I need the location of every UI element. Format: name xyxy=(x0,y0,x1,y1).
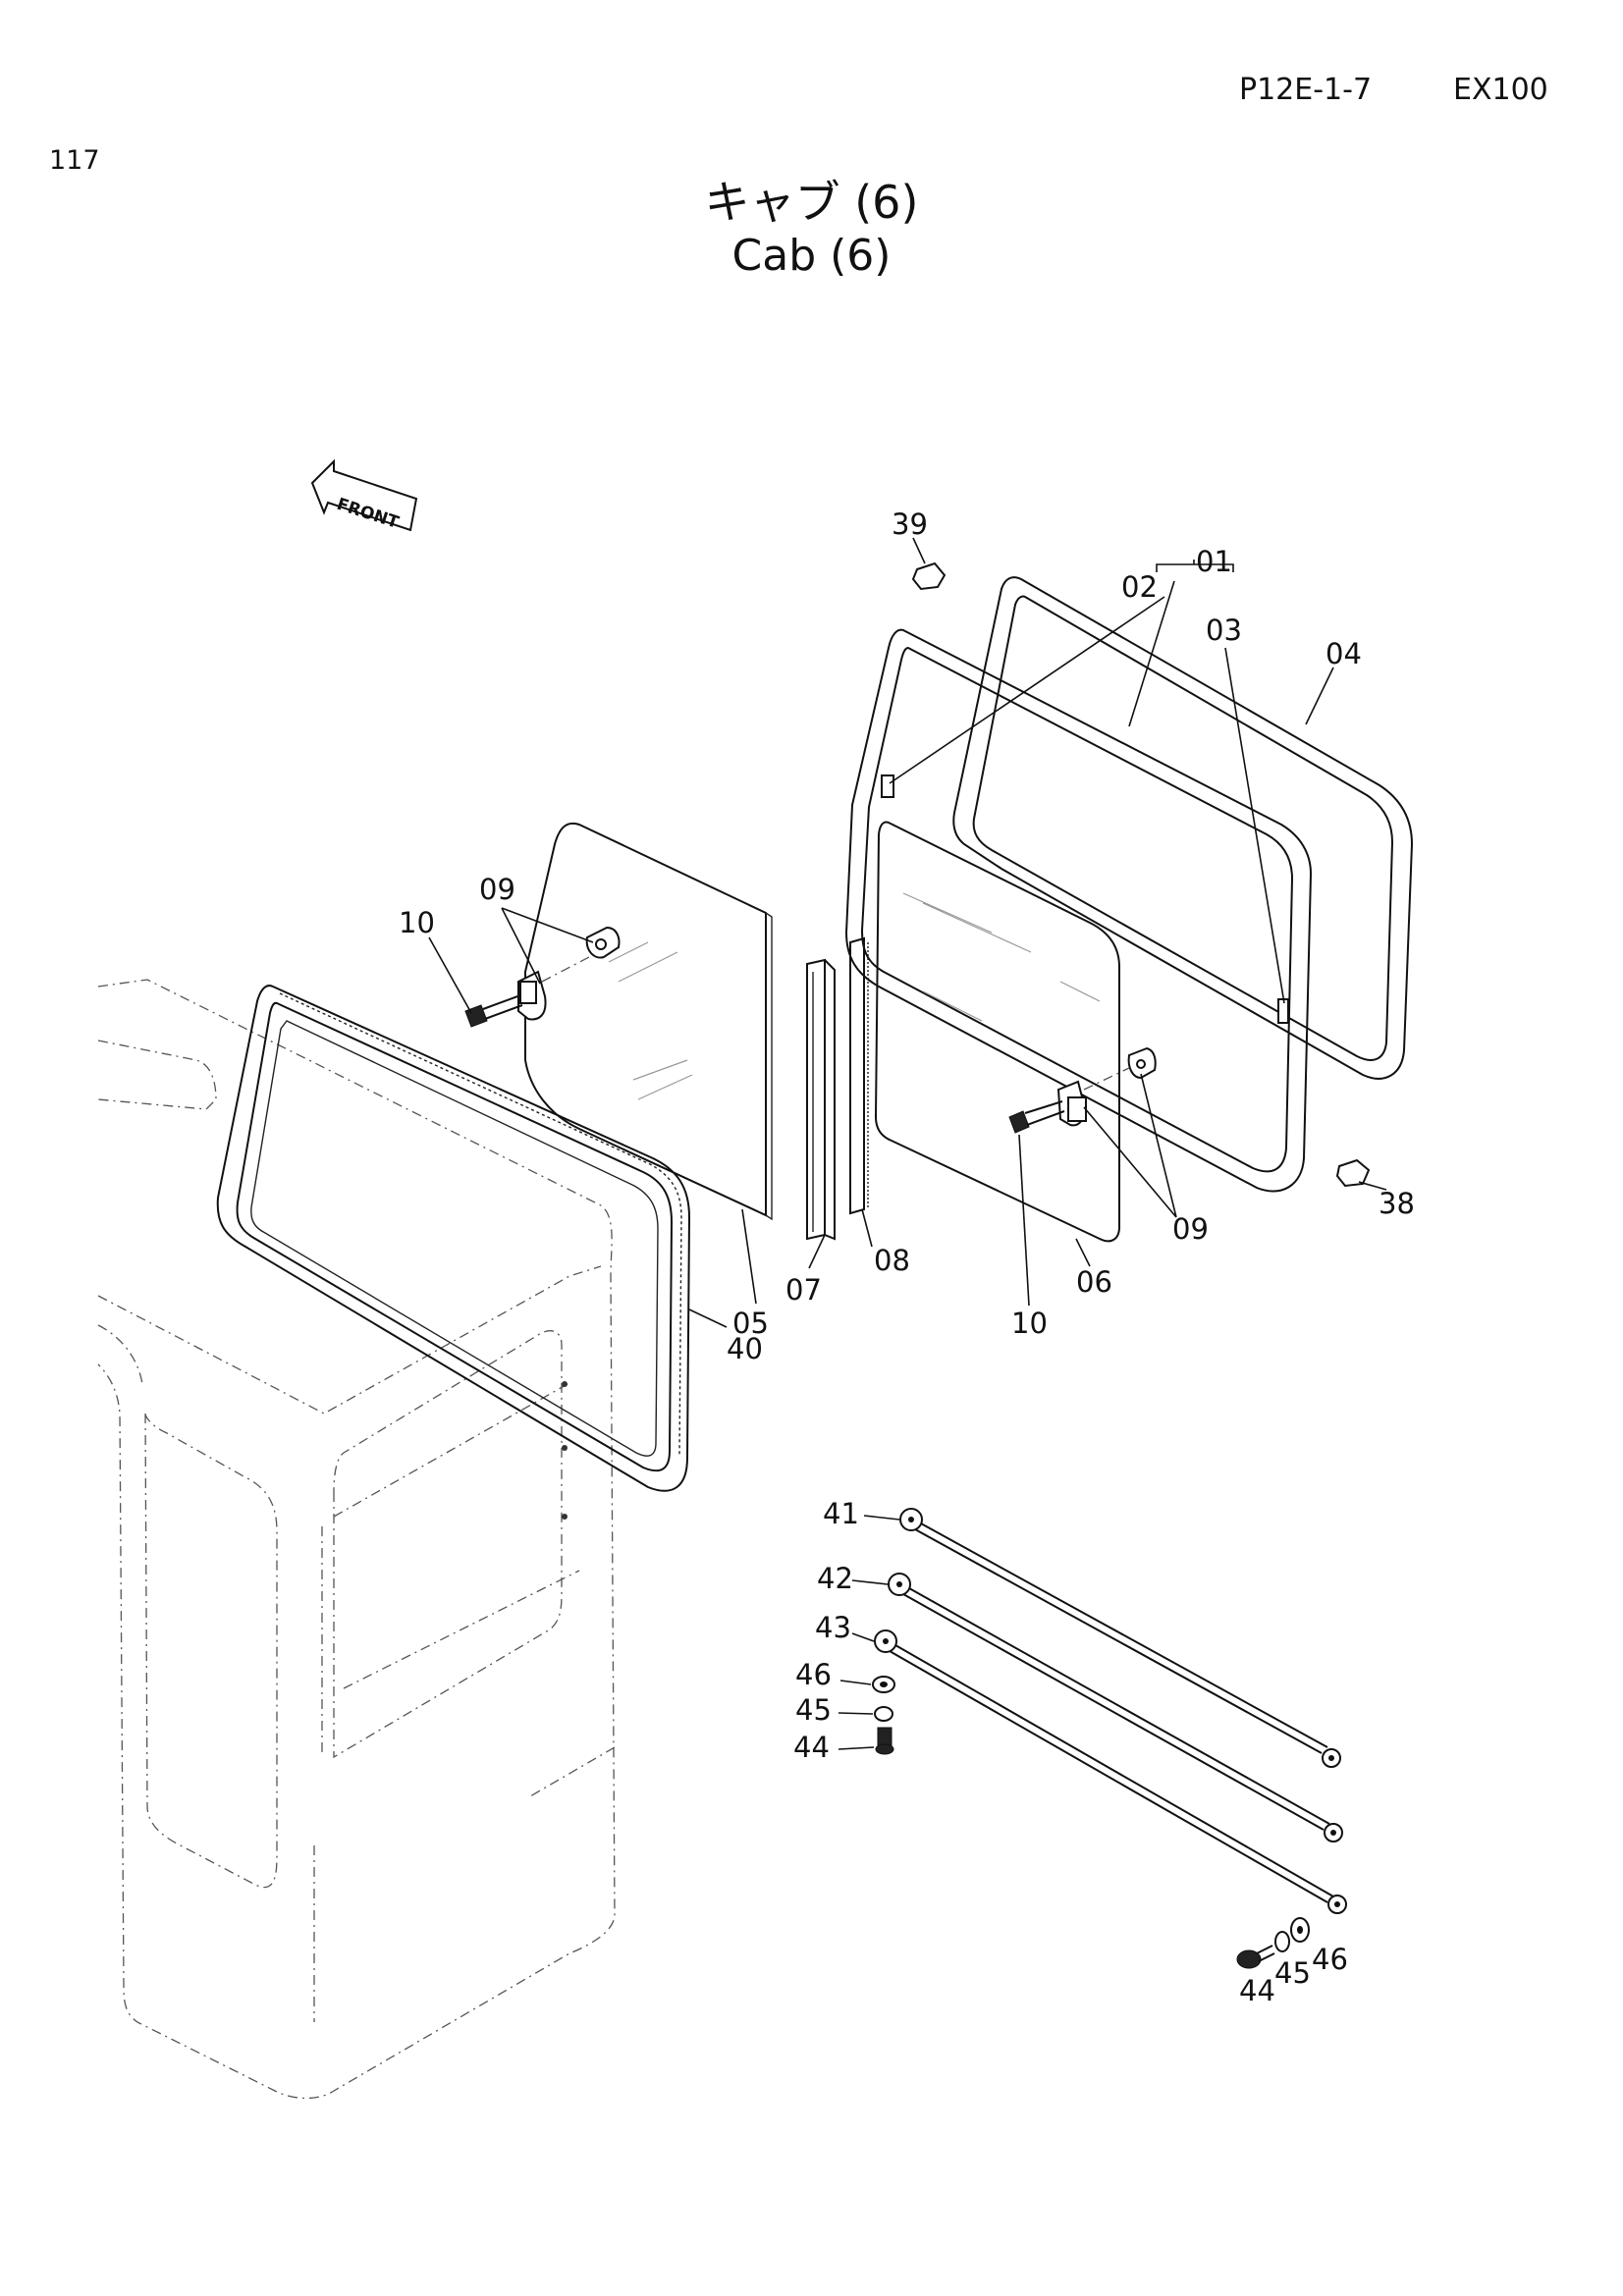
title-english: Cab (6) xyxy=(731,231,892,281)
part-40-window-frame xyxy=(216,985,691,1492)
part-10-screw-lower xyxy=(1008,1100,1065,1134)
callout-09-upper: 09 xyxy=(479,873,515,906)
part-43-stay xyxy=(874,1629,1347,1914)
part-46-washer-left xyxy=(872,1676,895,1693)
part-02-clip xyxy=(881,774,894,798)
part-06-sliding-glass xyxy=(874,821,1120,1243)
callout-46-left: 46 xyxy=(795,1658,832,1691)
callout-09-lower: 09 xyxy=(1172,1212,1209,1246)
callout-45-left: 45 xyxy=(795,1693,832,1727)
part-07-channel xyxy=(806,958,836,1241)
part-09-latch-lower xyxy=(1056,1046,1157,1127)
callout-46-right: 46 xyxy=(1312,1943,1348,1976)
part-10-screw-upper xyxy=(464,994,523,1028)
part-08-run-channel xyxy=(849,936,869,1215)
page-number: 117 xyxy=(49,145,100,176)
cab-body xyxy=(97,979,616,2100)
part-38-cap xyxy=(1335,1158,1371,1188)
callout-07: 07 xyxy=(785,1273,822,1307)
callout-41: 41 xyxy=(823,1497,859,1530)
model-name: EX100 xyxy=(1453,73,1548,107)
part-39-cap xyxy=(911,561,947,591)
part-05-glass xyxy=(524,822,773,1221)
callout-01: 01 xyxy=(1196,545,1232,578)
callout-44-left: 44 xyxy=(793,1731,830,1764)
callout-05: 05 xyxy=(732,1307,769,1340)
callout-38: 38 xyxy=(1379,1187,1415,1220)
callout-39: 39 xyxy=(892,507,928,541)
part-09-latch-upper xyxy=(517,926,621,1021)
callout-labels: 39 01 02 03 04 09 10 40 05 07 08 09 06 1… xyxy=(399,507,1415,2007)
part-41-stay xyxy=(899,1508,1341,1768)
title-japanese: キャブ (6) xyxy=(704,176,919,229)
part-44-bolt-right xyxy=(1236,1945,1275,1969)
catalog-code: P12E-1-7 xyxy=(1239,73,1373,107)
callout-08: 08 xyxy=(874,1244,910,1277)
callout-43: 43 xyxy=(815,1611,851,1644)
front-arrow-icon: FRONT xyxy=(310,458,418,533)
part-42-stay xyxy=(888,1573,1343,1842)
callout-10-lower: 10 xyxy=(1011,1307,1048,1340)
callout-03: 03 xyxy=(1206,614,1242,647)
part-45-lock-washer-left xyxy=(874,1706,893,1722)
callout-04: 04 xyxy=(1325,637,1362,670)
part-44-bolt-left xyxy=(875,1727,894,1755)
callout-42: 42 xyxy=(817,1562,853,1595)
part-45-lock-washer-right xyxy=(1274,1931,1290,1952)
part-04-outer-frame xyxy=(952,576,1414,1080)
part-46-washer-right xyxy=(1290,1917,1310,1943)
callout-40: 40 xyxy=(727,1332,763,1365)
callout-10-upper: 10 xyxy=(399,906,435,939)
part-03-clip xyxy=(1277,998,1289,1024)
callout-02: 02 xyxy=(1121,570,1158,604)
leader-lines xyxy=(428,537,1387,1750)
front-label: FRONT xyxy=(334,495,401,533)
callout-06: 06 xyxy=(1076,1265,1112,1299)
callout-45-right: 45 xyxy=(1274,1956,1311,1990)
callout-44-right: 44 xyxy=(1239,1974,1275,2007)
